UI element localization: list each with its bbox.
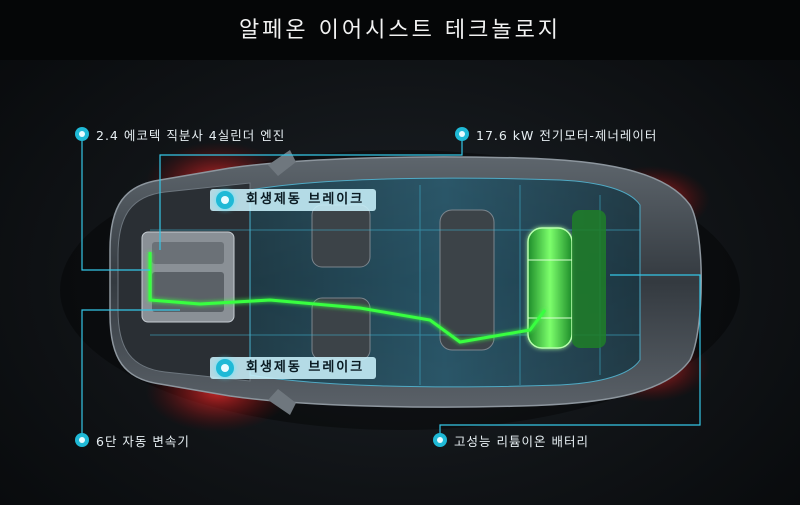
callout-engine: 2.4 에코텍 직분사 4실린더 엔진 [96, 128, 286, 143]
power-flow-line [148, 252, 547, 344]
callout-transmission: 6단 자동 변속기 [96, 434, 190, 449]
callout-motor: 17.6 kW 전기모터-제너레이터 [476, 128, 658, 143]
callout-battery: 고성능 리튬이온 배터리 [454, 434, 589, 449]
badge-dot-icon [216, 191, 234, 209]
badge-label: 회생제동 브레이크 [246, 360, 365, 375]
battery-pack [527, 210, 606, 349]
left-mirror [268, 150, 296, 176]
regen-brake-badge-bottom: 회생제동 브레이크 [210, 357, 377, 379]
callout-lines [81, 134, 701, 440]
title-bar [0, 0, 800, 60]
badge-dot-icon [216, 359, 234, 377]
right-mirror [268, 389, 296, 415]
regen-brake-badge-top: 회생제동 브레이크 [210, 189, 377, 211]
seats [311, 204, 495, 361]
callout-dots [75, 127, 469, 447]
page-title: 알페온 이어시스트 테크놀로지 [238, 18, 562, 43]
badge-label: 회생제동 브레이크 [246, 192, 365, 207]
engine-block [141, 231, 235, 323]
